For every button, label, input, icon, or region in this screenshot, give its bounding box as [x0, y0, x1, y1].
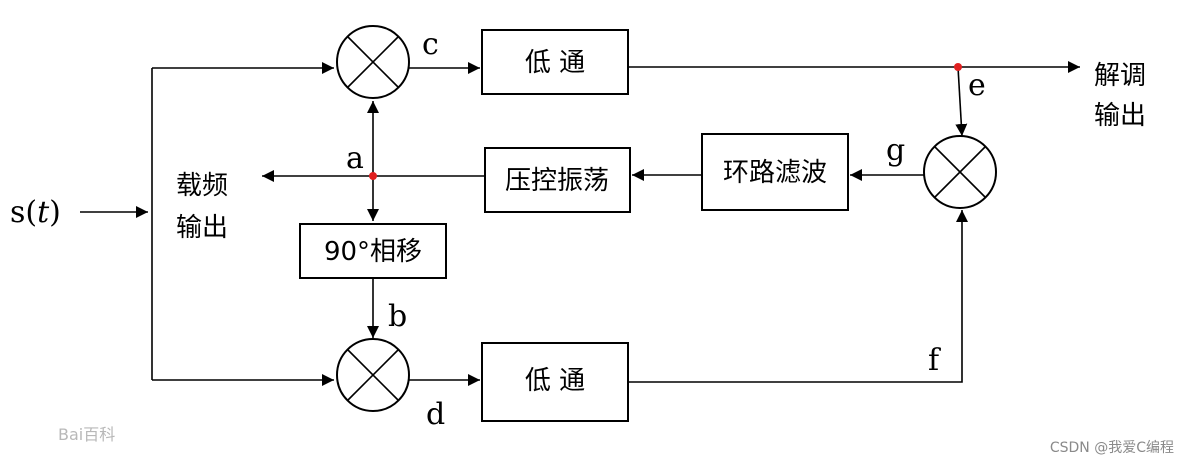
demod-output-label-line1: 解调: [1094, 61, 1146, 91]
signal-g-label: g: [886, 133, 905, 168]
lowpass-top-label: 低 通: [525, 48, 585, 78]
vco-label: 压控振荡: [505, 166, 609, 196]
phase-shift-label: 90°相移: [324, 237, 422, 267]
arrow-e: [955, 66, 968, 137]
input-signal-label: s(t): [10, 195, 61, 230]
csdn-watermark: CSDN @我爱C编程: [1050, 440, 1174, 456]
vco-block: [484, 147, 631, 213]
arrow-f: [628, 210, 968, 383]
signal-f-label: f: [928, 343, 941, 378]
phase-shift-block: [299, 223, 447, 279]
signal-d-label: d: [426, 397, 445, 432]
signal-b-label: b: [388, 299, 407, 334]
baidu-watermark: Bai百科: [58, 425, 115, 444]
loop-filter-block: [701, 133, 849, 211]
right-multiplier: [923, 135, 997, 209]
top-multiplier: [336, 25, 410, 99]
lowpass-bottom-label: 低 通: [525, 366, 585, 396]
signal-c-label: c: [422, 27, 439, 62]
loop-filter-label: 环路滤波: [723, 158, 827, 188]
demod-output-label-line2: 输出: [1094, 101, 1146, 131]
junction-dot-e: [954, 63, 962, 71]
lowpass-bottom-block: [481, 342, 629, 422]
signal-e-label: e: [968, 68, 986, 103]
bottom-multiplier: [336, 338, 410, 412]
carrier-output-label-line1: 载频: [176, 171, 228, 201]
carrier-output-label-line2: 输出: [176, 213, 228, 243]
junction-dot-a: [369, 172, 377, 180]
signal-a-label: a: [346, 141, 364, 176]
lowpass-top-block: [481, 29, 629, 95]
